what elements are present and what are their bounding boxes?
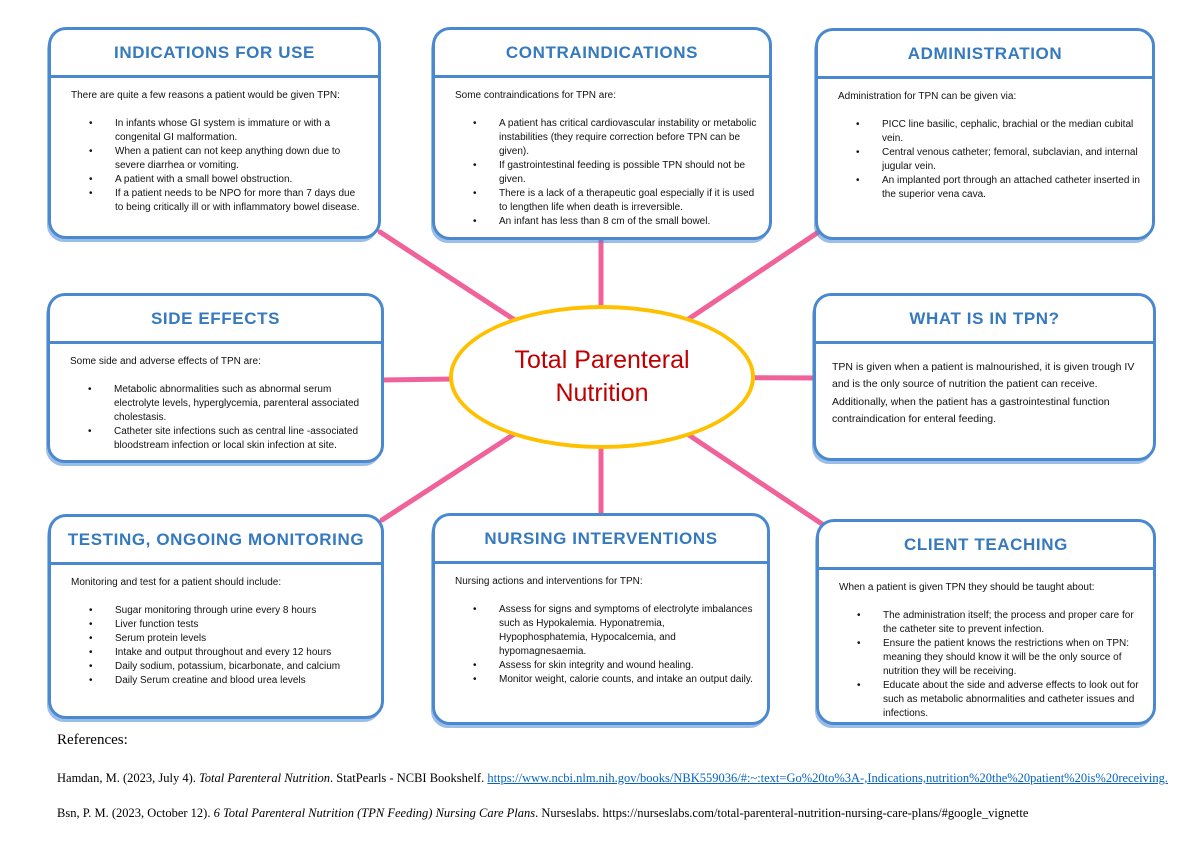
- bullet-item: In infants whose GI system is immature o…: [65, 117, 366, 145]
- box-body: TPN is given when a patient is malnouris…: [816, 344, 1153, 443]
- box-header: INDICATIONS FOR USE: [51, 30, 378, 78]
- bullet-item: A patient has critical cardiovascular in…: [449, 117, 757, 159]
- citation-url: https://nurseslabs.com/total-parenteral-…: [602, 806, 1029, 820]
- citation-title: 6 Total Parenteral Nutrition (TPN Feedin…: [213, 806, 536, 820]
- bullet-list: A patient has critical cardiovascular in…: [449, 117, 757, 229]
- bullet-item: Assess for skin integrity and wound heal…: [449, 659, 755, 673]
- box-intro: Monitoring and test for a patient should…: [71, 577, 282, 588]
- bullet-item: Ensure the patient knows the restriction…: [833, 637, 1141, 679]
- bullet-item: Serum protein levels: [65, 632, 369, 646]
- box-intro: Some side and adverse effects of TPN are…: [70, 356, 261, 367]
- references-section: References: Hamdan, M. (2023, July 4). T…: [57, 732, 1177, 821]
- bullet-list: Assess for signs and symptoms of electro…: [449, 603, 755, 687]
- box-title: ADMINISTRATION: [907, 43, 1063, 63]
- bullet-item: If gastrointestinal feeding is possible …: [449, 159, 757, 187]
- box-title: TESTING, ONGOING MONITORING: [67, 529, 365, 549]
- central-topic-label: Total Parenteral Nutrition: [514, 346, 690, 407]
- citation-text: Hamdan, M. (2023, July 4).: [57, 771, 199, 785]
- bullet-list: The administration itself; the process a…: [833, 609, 1141, 721]
- box-testing-ongoing-monitoring: TESTING, ONGOING MONITORING Monitoring a…: [48, 514, 384, 719]
- box-intro: There are quite a few reasons a patient …: [71, 90, 340, 101]
- box-header: SIDE EFFECTS: [50, 296, 381, 344]
- bullet-item: Metabolic abnormalities such as abnormal…: [64, 383, 369, 425]
- box-side-effects: SIDE EFFECTS Some side and adverse effec…: [47, 293, 384, 463]
- box-header: CONTRAINDICATIONS: [435, 30, 769, 78]
- bullet-item: There is a lack of a therapeutic goal es…: [449, 187, 757, 215]
- box-title: NURSING INTERVENTIONS: [484, 528, 718, 548]
- box-header: ADMINISTRATION: [818, 31, 1152, 79]
- citation-title: Total Parenteral Nutrition: [199, 771, 331, 785]
- box-body: Some contraindications for TPN are: A pa…: [435, 78, 769, 237]
- bullet-item: Monitor weight, calorie counts, and inta…: [449, 673, 755, 687]
- bullet-item: If a patient needs to be NPO for more th…: [65, 187, 366, 215]
- box-administration: ADMINISTRATION Administration for TPN ca…: [815, 28, 1155, 240]
- box-body: There are quite a few reasons a patient …: [51, 78, 378, 223]
- box-title: INDICATIONS FOR USE: [114, 42, 315, 62]
- bullet-list: Metabolic abnormalities such as abnormal…: [64, 383, 369, 453]
- bullet-item: Educate about the side and adverse effec…: [833, 679, 1141, 721]
- box-intro: Nursing actions and interventions for TP…: [455, 576, 643, 587]
- box-title: CONTRAINDICATIONS: [505, 42, 699, 62]
- bullet-item: Liver function tests: [65, 618, 369, 632]
- bullet-item: Daily Serum creatine and blood urea leve…: [65, 674, 369, 688]
- bullet-list: Sugar monitoring through urine every 8 h…: [65, 604, 369, 688]
- box-title: CLIENT TEACHING: [904, 534, 1068, 554]
- bullet-item: Daily sodium, potassium, bicarbonate, an…: [65, 660, 369, 674]
- bullet-item: Central venous catheter; femoral, subcla…: [832, 146, 1140, 174]
- box-body: Administration for TPN can be given via:…: [818, 79, 1152, 210]
- bullet-list: In infants whose GI system is immature o…: [65, 117, 366, 215]
- references-heading: References:: [57, 732, 128, 748]
- box-header: WHAT IS IN TPN?: [816, 296, 1153, 344]
- box-what-is-in-tpn: WHAT IS IN TPN? TPN is given when a pati…: [813, 293, 1156, 461]
- bullet-item: An implanted port through an attached ca…: [832, 174, 1140, 202]
- box-header: CLIENT TEACHING: [819, 522, 1153, 570]
- box-client-teaching: CLIENT TEACHING When a patient is given …: [816, 519, 1156, 725]
- box-body: Nursing actions and interventions for TP…: [435, 564, 767, 695]
- bullet-item: When a patient can not keep anything dow…: [65, 145, 366, 173]
- bullet-item: An infant has less than 8 cm of the smal…: [449, 215, 757, 229]
- box-contraindications: CONTRAINDICATIONS Some contraindications…: [432, 27, 772, 240]
- box-paragraph: TPN is given when a patient is malnouris…: [832, 361, 1135, 425]
- box-header: NURSING INTERVENTIONS: [435, 516, 767, 564]
- bullet-item: Sugar monitoring through urine every 8 h…: [65, 604, 369, 618]
- bullet-item: Catheter site infections such as central…: [64, 425, 369, 453]
- citation-text: . Nurseslabs.: [535, 806, 603, 820]
- citation-text: Bsn, P. M. (2023, October 12).: [57, 806, 214, 820]
- reference-citation: Hamdan, M. (2023, July 4). Total Parente…: [57, 771, 1177, 786]
- box-title: SIDE EFFECTS: [150, 308, 281, 328]
- box-body: Monitoring and test for a patient should…: [51, 565, 381, 696]
- reference-link[interactable]: https://www.ncbi.nlm.nih.gov/books/NBK55…: [487, 771, 1168, 785]
- bullet-item: PICC line basilic, cephalic, brachial or…: [832, 118, 1140, 146]
- box-body: Some side and adverse effects of TPN are…: [50, 344, 381, 461]
- box-header: TESTING, ONGOING MONITORING: [51, 517, 381, 565]
- box-body: When a patient is given TPN they should …: [819, 570, 1153, 729]
- bullet-item: Intake and output throughout and every 1…: [65, 646, 369, 660]
- box-title: WHAT IS IN TPN?: [909, 308, 1060, 328]
- reference-citation: Bsn, P. M. (2023, October 12). 6 Total P…: [57, 806, 1177, 821]
- box-indications-for-use: INDICATIONS FOR USE There are quite a fe…: [48, 27, 381, 239]
- box-intro: Some contraindications for TPN are:: [455, 90, 617, 101]
- bullet-list: PICC line basilic, cephalic, brachial or…: [832, 118, 1140, 202]
- box-intro: When a patient is given TPN they should …: [839, 582, 1095, 593]
- citation-text: . StatPearls - NCBI Bookshelf.: [330, 771, 488, 785]
- central-topic: Total Parenteral Nutrition: [449, 305, 755, 449]
- bullet-item: A patient with a small bowel obstruction…: [65, 173, 366, 187]
- box-nursing-interventions: NURSING INTERVENTIONS Nursing actions an…: [432, 513, 770, 725]
- box-intro: Administration for TPN can be given via:: [838, 91, 1017, 102]
- bullet-item: Assess for signs and symptoms of electro…: [449, 603, 755, 659]
- bullet-item: The administration itself; the process a…: [833, 609, 1141, 637]
